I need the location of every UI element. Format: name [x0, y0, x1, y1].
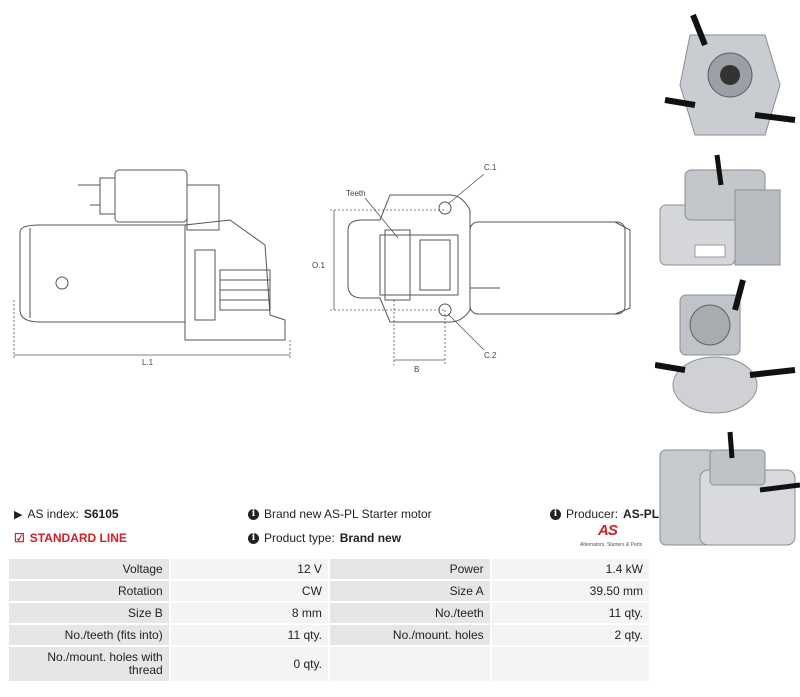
technical-drawing: L.1 O.1 B C.1 C.2 Teeth: [13, 163, 631, 374]
table-row: Rotation CW Size A 39.50 mm: [9, 581, 649, 601]
table-row: Voltage 12 V Power 1.4 kW: [9, 559, 649, 579]
spec-table: Voltage 12 V Power 1.4 kW Rotation CW Si…: [7, 557, 651, 683]
standard-line: ☑ STANDARD LINE: [14, 531, 127, 545]
spec-label: No./mount. holes with thread: [9, 647, 169, 681]
table-row: No./teeth (fits into) 11 qty. No./mount.…: [9, 625, 649, 645]
spec-value: 39.50 mm: [491, 581, 649, 601]
product-type: i Product type: Brand new: [248, 531, 401, 545]
spec-label: Size B: [9, 603, 169, 623]
label-c1: C.1: [484, 163, 497, 172]
spec-value: 11 qty.: [170, 625, 328, 645]
spec-value: 8 mm: [170, 603, 328, 623]
spec-value: 2 qty.: [491, 625, 649, 645]
description: i Brand new AS-PL Starter motor: [248, 507, 432, 521]
producer-label: Producer:: [566, 507, 619, 521]
product-photo-angle: [659, 431, 800, 546]
spec-label: No./teeth: [329, 603, 490, 623]
product-photo-side: [659, 154, 781, 266]
label-b: B: [414, 365, 419, 374]
product-photo-front: [664, 13, 796, 136]
spec-label: Power: [329, 559, 490, 579]
table-row: Size B 8 mm No./teeth 11 qty.: [9, 603, 649, 623]
spec-label: Size A: [329, 581, 490, 601]
product-type-label: Product type:: [264, 531, 335, 545]
producer: i Producer: AS-PL: [550, 507, 659, 521]
description-text: Brand new AS-PL Starter motor: [264, 507, 432, 521]
product-photos: [655, 0, 800, 560]
spec-value: 12 V: [170, 559, 328, 579]
producer-value: AS-PL: [623, 507, 660, 521]
label-l1: L.1: [142, 358, 154, 367]
info-icon: i: [248, 532, 259, 544]
table-row: No./mount. holes with thread 0 qty.: [9, 647, 649, 681]
label-teeth: Teeth: [346, 189, 366, 198]
logo-tagline: Alternators, Starters & Parts: [580, 542, 643, 548]
label-c2: C.2: [484, 351, 497, 360]
product-type-value: Brand new: [339, 531, 402, 545]
as-pl-logo: AS Alternators, Starters & Parts: [580, 522, 650, 552]
as-index-label: AS index:: [27, 507, 79, 521]
spec-value: 11 qty.: [491, 603, 649, 623]
spec-label: No./mount. holes: [329, 625, 490, 645]
spec-value: 0 qty.: [170, 647, 328, 681]
spec-value: 1.4 kW: [491, 559, 649, 579]
info-icon: i: [248, 508, 259, 520]
spec-label: Rotation: [9, 581, 169, 601]
spec-value-empty: [491, 647, 649, 681]
spec-value: CW: [170, 581, 328, 601]
check-icon: ☑: [14, 531, 25, 545]
label-o1: O.1: [312, 261, 325, 270]
tag-icon: ▶: [14, 508, 23, 521]
spec-label: Voltage: [9, 559, 169, 579]
as-index-value: S6105: [83, 507, 119, 521]
spec-label: No./teeth (fits into): [9, 625, 169, 645]
info-icon: i: [550, 508, 561, 520]
product-photo-rear: [655, 279, 796, 414]
product-info: ▶ AS index: S6105 ☑ STANDARD LINE i Bran…: [14, 503, 659, 553]
as-index: ▶ AS index: S6105: [14, 507, 119, 521]
logo-mark: AS: [598, 522, 618, 539]
spec-label-empty: [329, 647, 490, 681]
standard-line-label: STANDARD LINE: [29, 531, 127, 545]
